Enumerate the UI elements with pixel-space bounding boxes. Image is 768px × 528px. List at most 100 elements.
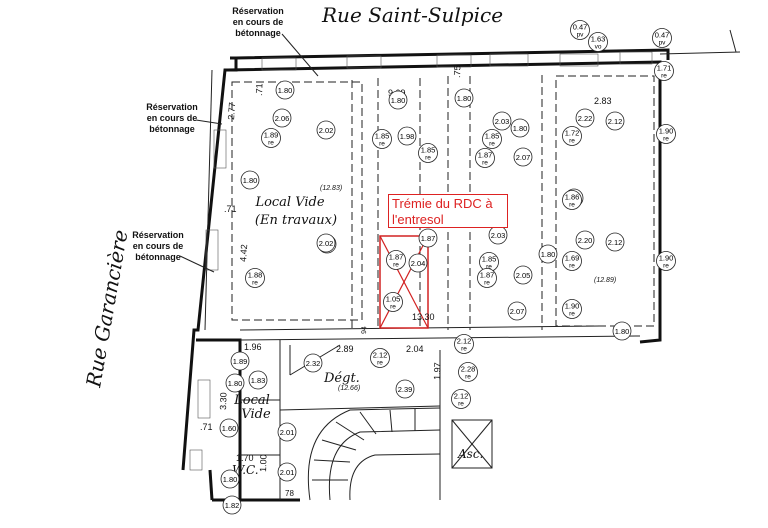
height-marker-suffix: re <box>390 304 396 311</box>
room-label-local-vide-main: Local Vide(En travaux) <box>254 195 337 228</box>
height-marker-value: 1.80 <box>391 96 406 105</box>
interior-lines <box>231 75 655 500</box>
dimension-1-70: 1.70 <box>236 453 254 463</box>
height-marker-suffix: re <box>661 73 667 80</box>
height-marker: 1.80 <box>510 118 530 138</box>
height-marker-suffix: re <box>486 264 492 271</box>
height-marker-value: 2.12 <box>608 117 623 126</box>
height-marker-value: 1.90 <box>659 127 674 136</box>
height-marker-value: 1.85 <box>485 132 500 141</box>
room-label-wc: W.C. <box>232 463 259 477</box>
height-marker-value: 1.87 <box>421 234 436 243</box>
height-marker: 2.05 <box>513 265 533 285</box>
height-marker: 2.07 <box>513 147 533 167</box>
height-marker-value: 1.86 <box>565 193 580 202</box>
height-marker: 1.82 <box>222 495 242 515</box>
height-marker-value: 2.05 <box>516 271 531 280</box>
height-marker: 1.80 <box>275 80 295 100</box>
height-marker-value: 1.89 <box>233 357 248 366</box>
height-marker: 2.12 <box>605 232 625 252</box>
height-marker-value: 1.71 <box>657 64 672 73</box>
height-marker: 1.87 <box>418 228 438 248</box>
height-marker: 2.04 <box>408 253 428 273</box>
height-marker-value: 1.83 <box>251 376 266 385</box>
height-marker-value: 1.90 <box>565 302 580 311</box>
height-marker-suffix: re <box>461 346 467 353</box>
height-marker: 1.80 <box>538 244 558 264</box>
level-degt: (12.66) <box>338 385 360 392</box>
height-marker-suffix: re <box>569 202 575 209</box>
height-marker: 2.02 <box>316 120 336 140</box>
height-marker: 2.32 <box>303 353 323 373</box>
height-marker: 1.80 <box>454 88 474 108</box>
height-marker-suffix: re <box>482 160 488 167</box>
height-marker-value: 1.87 <box>480 271 495 280</box>
dimension-2-89: 2.89 <box>336 344 354 354</box>
height-marker-value: 2.39 <box>398 385 413 394</box>
height-marker-value: 2.03 <box>495 117 510 126</box>
height-marker-value: 0.47 <box>573 23 588 32</box>
height-marker-value: 1.82 <box>225 501 240 510</box>
height-marker-value: 2.01 <box>280 428 295 437</box>
height-marker-suffix: re <box>268 140 274 147</box>
height-marker: 2.07 <box>507 301 527 321</box>
dimension-1-00: 1.00 <box>258 454 269 472</box>
height-marker-value: 1.05 <box>386 295 401 304</box>
height-marker: 2.03 <box>492 111 512 131</box>
height-marker-value: 2.28 <box>461 365 476 374</box>
height-marker-value: 1.80 <box>615 327 630 336</box>
height-marker-value: 1.72 <box>565 129 580 138</box>
height-marker-suffix: re <box>377 360 383 367</box>
height-marker-suffix: re <box>484 280 490 287</box>
height-marker: 2.03 <box>488 225 508 245</box>
height-marker-value: 2.07 <box>516 153 531 162</box>
height-marker-value: 2.06 <box>275 114 290 123</box>
height-marker: 1.80 <box>388 90 408 110</box>
height-marker-suffix: re <box>489 141 495 148</box>
dimension-4-42: 4.42 <box>238 244 249 262</box>
height-marker-value: 1.60 <box>222 424 237 433</box>
height-marker: 2.39 <box>395 379 415 399</box>
height-marker: 1.80 <box>225 373 245 393</box>
height-marker: 2.02 <box>316 233 336 253</box>
height-marker: 2.20 <box>575 230 595 250</box>
dimension-78: 78 <box>285 489 294 498</box>
height-marker-suffix: re <box>252 280 258 287</box>
height-marker-value: 2.03 <box>491 231 506 240</box>
height-marker: 1.80 <box>220 469 240 489</box>
height-marker-value: 2.32 <box>306 359 321 368</box>
height-marker-value: 2.22 <box>578 114 593 123</box>
facade-windows <box>189 51 653 471</box>
height-marker-value: 2.20 <box>578 236 593 245</box>
height-marker-value: 1.80 <box>243 176 258 185</box>
height-marker: 1.83 <box>248 370 268 390</box>
height-marker-suffix: re <box>379 141 385 148</box>
height-marker-value: 1.85 <box>482 255 497 264</box>
height-marker-value: 2.12 <box>608 238 623 247</box>
height-marker-value: 1.90 <box>659 254 674 263</box>
height-marker: 1.89 <box>230 351 250 371</box>
height-marker-suffix: re <box>569 138 575 145</box>
